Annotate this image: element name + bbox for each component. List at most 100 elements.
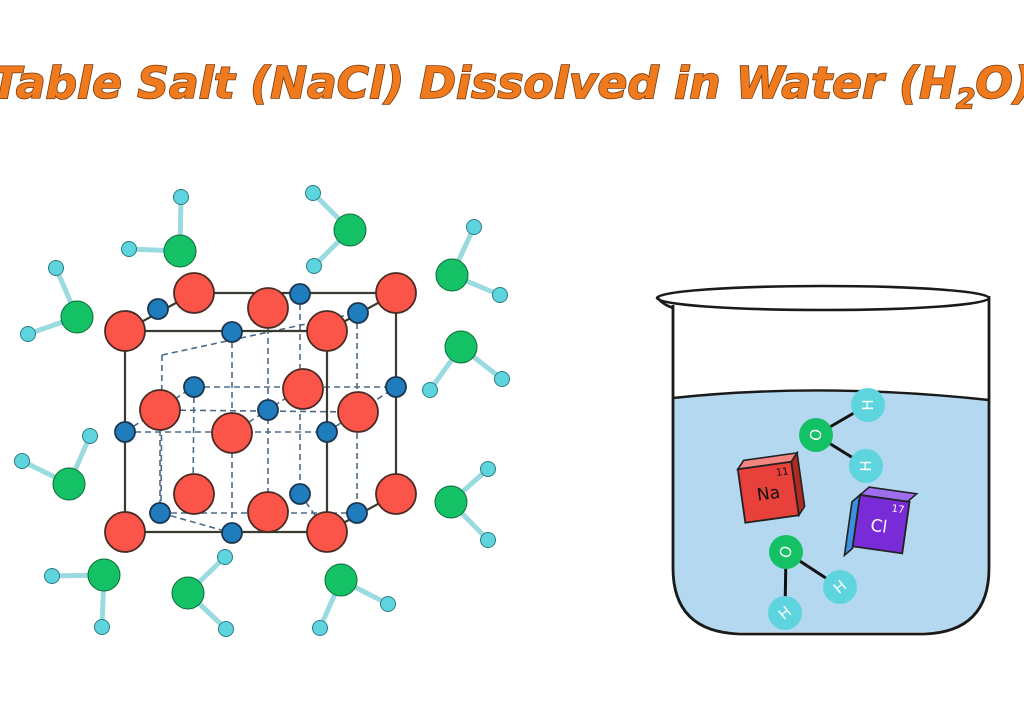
hydrogen-atom <box>82 428 98 444</box>
chloride-ion <box>183 376 205 398</box>
sodium-ion <box>306 511 348 553</box>
chloride-ion <box>221 321 243 343</box>
dissolved-water-molecule-top: O H H <box>799 388 885 483</box>
hydrogen-label: H <box>857 460 875 471</box>
sodium-ion <box>173 473 215 515</box>
hydrogen-atom <box>121 241 137 257</box>
oxygen-atom <box>87 558 121 592</box>
chloride-ion <box>316 421 338 443</box>
chloride-ions <box>114 283 407 544</box>
chloride-ion <box>257 399 279 421</box>
sodium-ions <box>104 272 417 553</box>
hydrogen-atom <box>494 371 510 387</box>
title-subscript: 2 <box>956 82 975 115</box>
sodium-symbol: Na <box>756 483 782 506</box>
oxygen-atom <box>60 300 94 334</box>
water-molecule <box>171 549 234 637</box>
oxygen-atom <box>333 213 367 247</box>
sodium-ion <box>282 368 324 410</box>
sodium-ion <box>247 287 289 329</box>
hydrogen-label: H <box>859 399 877 410</box>
water-molecule <box>20 260 94 342</box>
water-molecule <box>44 558 121 635</box>
oxygen-atom <box>799 418 833 452</box>
hydrogen-atom <box>217 549 233 565</box>
chloride-ion <box>347 302 369 324</box>
hydrogen-atom <box>218 621 234 637</box>
water-molecule <box>305 185 367 274</box>
sodium-atomic-number: 11 <box>775 466 789 479</box>
oxygen-label: O <box>776 543 797 560</box>
oxygen-atom <box>435 258 469 292</box>
beaker-water <box>673 390 989 632</box>
hydrogen-atom <box>480 532 496 548</box>
chloride-ion <box>289 283 311 305</box>
chlorine-atomic-number: 17 <box>891 504 905 517</box>
oxygen-atom <box>52 467 86 501</box>
oxygen-atom <box>163 234 197 268</box>
title-main: Table Salt (NaCl) Dissolved in Water (H <box>0 58 956 109</box>
chloride-ion <box>149 502 171 524</box>
hydrogen-atom <box>173 189 189 205</box>
beaker: O H H O H H 11 Na <box>655 284 991 636</box>
oxygen-atom <box>769 535 803 569</box>
oxygen-atom <box>171 576 205 610</box>
chloride-ion <box>385 376 407 398</box>
chloride-ion <box>221 522 243 544</box>
chloride-ion <box>289 483 311 505</box>
oxygen-atom <box>324 563 358 597</box>
hydrogen-atom <box>422 382 438 398</box>
hydrogen-atom <box>480 461 496 477</box>
beaker-rim <box>655 284 991 312</box>
hydrogen-atom <box>48 260 64 276</box>
chloride-ion <box>147 298 169 320</box>
nacl-crystal-lattice <box>104 272 417 553</box>
water-molecule <box>312 563 396 636</box>
sodium-ion <box>211 412 253 454</box>
hydrogen-atom <box>312 620 328 636</box>
sodium-element-tile: 11 Na <box>736 450 806 524</box>
sodium-ion <box>104 511 146 553</box>
hydrogen-atom <box>492 287 508 303</box>
hydrogen-atom <box>823 570 857 604</box>
sodium-ion <box>337 391 379 433</box>
sodium-ion <box>306 310 348 352</box>
hydrogen-atom <box>20 326 36 342</box>
chlorine-symbol: Cl <box>869 516 888 538</box>
sodium-ion <box>247 491 289 533</box>
hydrogen-atom <box>14 453 30 469</box>
diagram-title: Table Salt (NaCl) Dissolved in Water (H2… <box>0 58 1024 115</box>
hydrogen-atom <box>851 388 885 422</box>
chloride-ion <box>346 502 368 524</box>
oxygen-atom <box>434 485 468 519</box>
title-end: O) <box>975 58 1024 109</box>
sodium-ion <box>375 473 417 515</box>
sodium-ion <box>104 310 146 352</box>
water-molecule <box>121 189 197 268</box>
chlorine-element-tile: 17 Cl <box>843 486 919 558</box>
hydrogen-atom <box>94 619 110 635</box>
chloride-ion <box>114 421 136 443</box>
water-surface <box>672 389 990 402</box>
hydrogen-atom <box>44 568 60 584</box>
hydrogen-atom <box>466 219 482 235</box>
beaker-spout <box>656 297 674 310</box>
beaker-outline <box>671 296 991 636</box>
hydrogen-atom <box>306 258 322 274</box>
hydrogen-atom <box>849 449 883 483</box>
oxygen-atom <box>444 330 478 364</box>
water-molecules <box>14 185 510 637</box>
water-molecule <box>14 428 98 501</box>
sodium-ion <box>173 272 215 314</box>
dissolved-water-molecule-bottom: O H H <box>768 535 857 630</box>
hydrogen-atom <box>768 596 802 630</box>
water-molecule <box>434 461 496 548</box>
hydrogen-atom <box>380 596 396 612</box>
hydrogen-atom <box>305 185 321 201</box>
oxygen-label: O <box>806 428 826 443</box>
water-molecule <box>422 330 510 398</box>
sodium-ion <box>375 272 417 314</box>
sodium-ion <box>139 389 181 431</box>
water-molecule <box>435 219 508 303</box>
